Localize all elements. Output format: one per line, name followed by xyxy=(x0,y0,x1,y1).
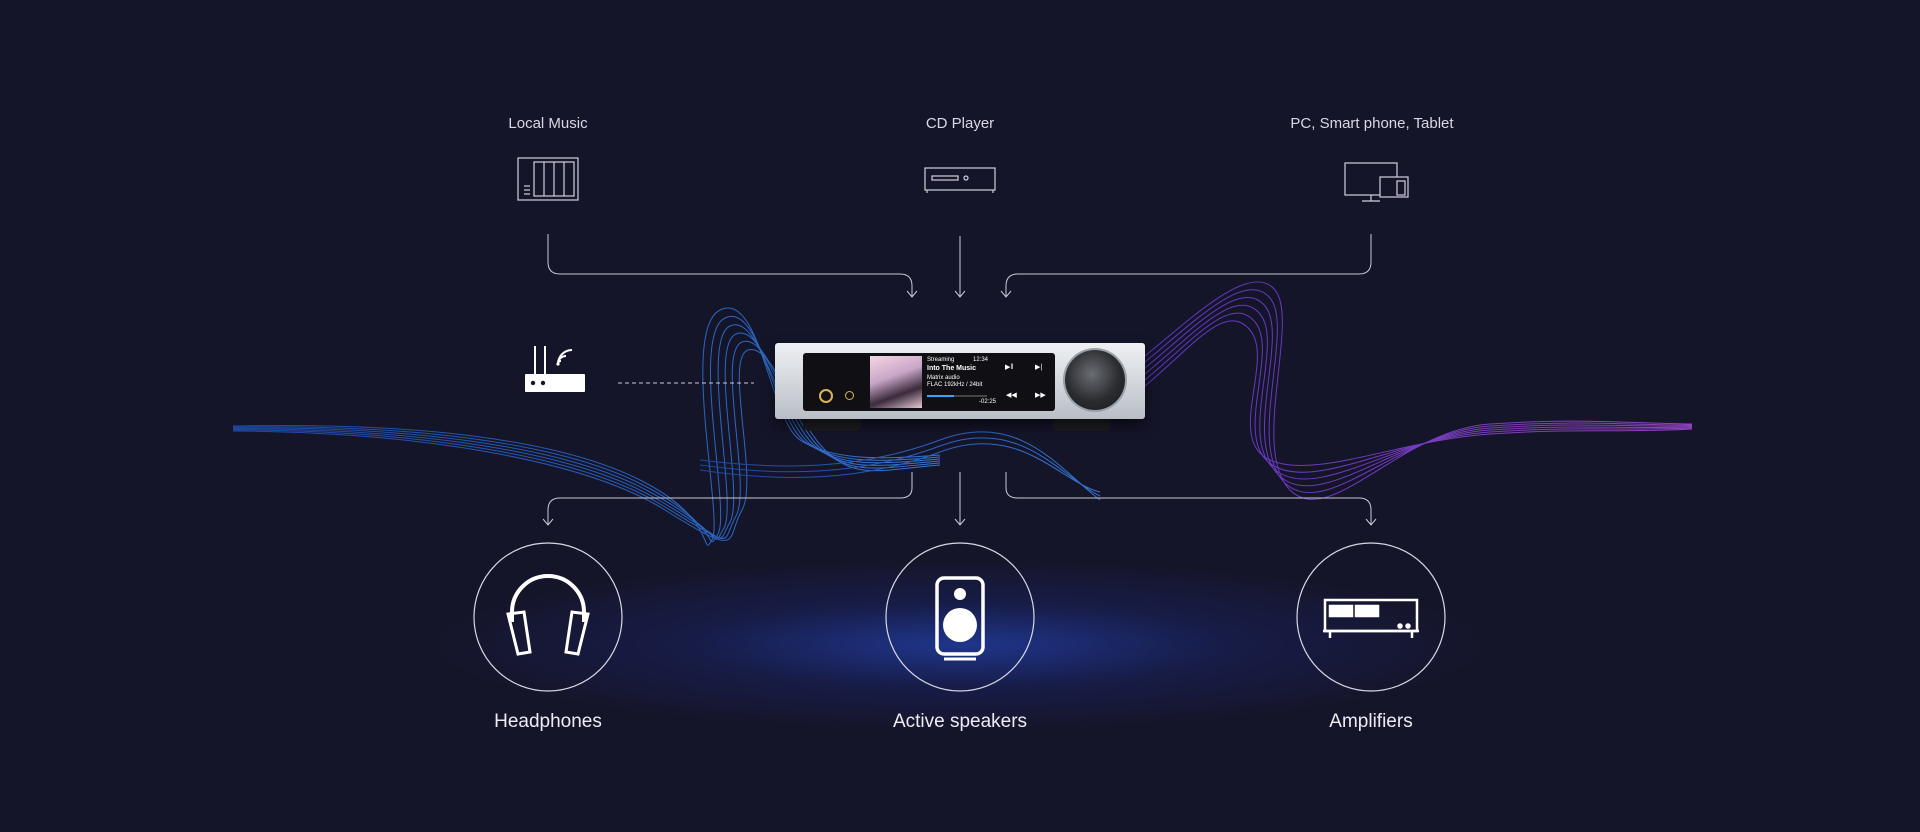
headphones-icon xyxy=(506,574,590,656)
headphone-jack-large xyxy=(819,389,833,403)
screen-elapsed: -02:25 xyxy=(979,399,997,405)
source-label-pc-phone-tablet: PC, Smart phone, Tablet xyxy=(1290,115,1454,132)
router-icon xyxy=(525,346,585,392)
source-label-cd-player: CD Player xyxy=(925,115,995,132)
fast-forward-icon: ▶▶ xyxy=(1035,392,1046,399)
cd-player-icon xyxy=(924,167,996,193)
album-cover xyxy=(870,356,922,408)
amplifier-icon xyxy=(1323,598,1419,638)
speaker-icon xyxy=(935,576,985,661)
source-connectors xyxy=(547,234,1372,384)
output-label-headphones: Headphones xyxy=(494,711,602,732)
play-pause-icon: ▶‖ xyxy=(1005,364,1014,371)
screen-format: FLAC 192kHz / 24bit xyxy=(927,382,983,388)
screen-progress-bar xyxy=(927,395,987,397)
source-label-local-music: Local Music xyxy=(508,115,588,132)
screen-progress-fill xyxy=(927,395,954,397)
screen-artist: Matrix audio xyxy=(927,375,960,381)
headphones-circle xyxy=(473,542,623,692)
nas-icon xyxy=(517,157,579,201)
device-foot-left xyxy=(803,419,861,431)
purple-wave xyxy=(1139,281,1693,500)
output-label-active-speakers: Active speakers xyxy=(892,711,1028,732)
devices-icon xyxy=(1344,162,1409,202)
output-connectors xyxy=(542,472,1377,526)
output-label-amplifiers: Amplifiers xyxy=(1329,711,1413,732)
screen-time: 12:34 xyxy=(973,357,989,363)
amplifier-circle xyxy=(1296,542,1446,692)
next-track-icon: ▶| xyxy=(1035,364,1043,371)
headphone-jack-small xyxy=(845,391,854,400)
streamer-device: Streaming 12:34 Into The Music Matrix au… xyxy=(775,343,1145,419)
blue-wave xyxy=(232,307,1101,546)
screen-track-title: Into The Music xyxy=(927,365,976,372)
device-foot-right xyxy=(1053,419,1111,431)
volume-knob xyxy=(1065,350,1125,410)
screen-status: Streaming xyxy=(927,357,955,363)
speaker-circle xyxy=(885,542,1035,692)
device-screen: Streaming 12:34 Into The Music Matrix au… xyxy=(803,353,1055,411)
rewind-icon: ◀◀ xyxy=(1006,392,1017,399)
